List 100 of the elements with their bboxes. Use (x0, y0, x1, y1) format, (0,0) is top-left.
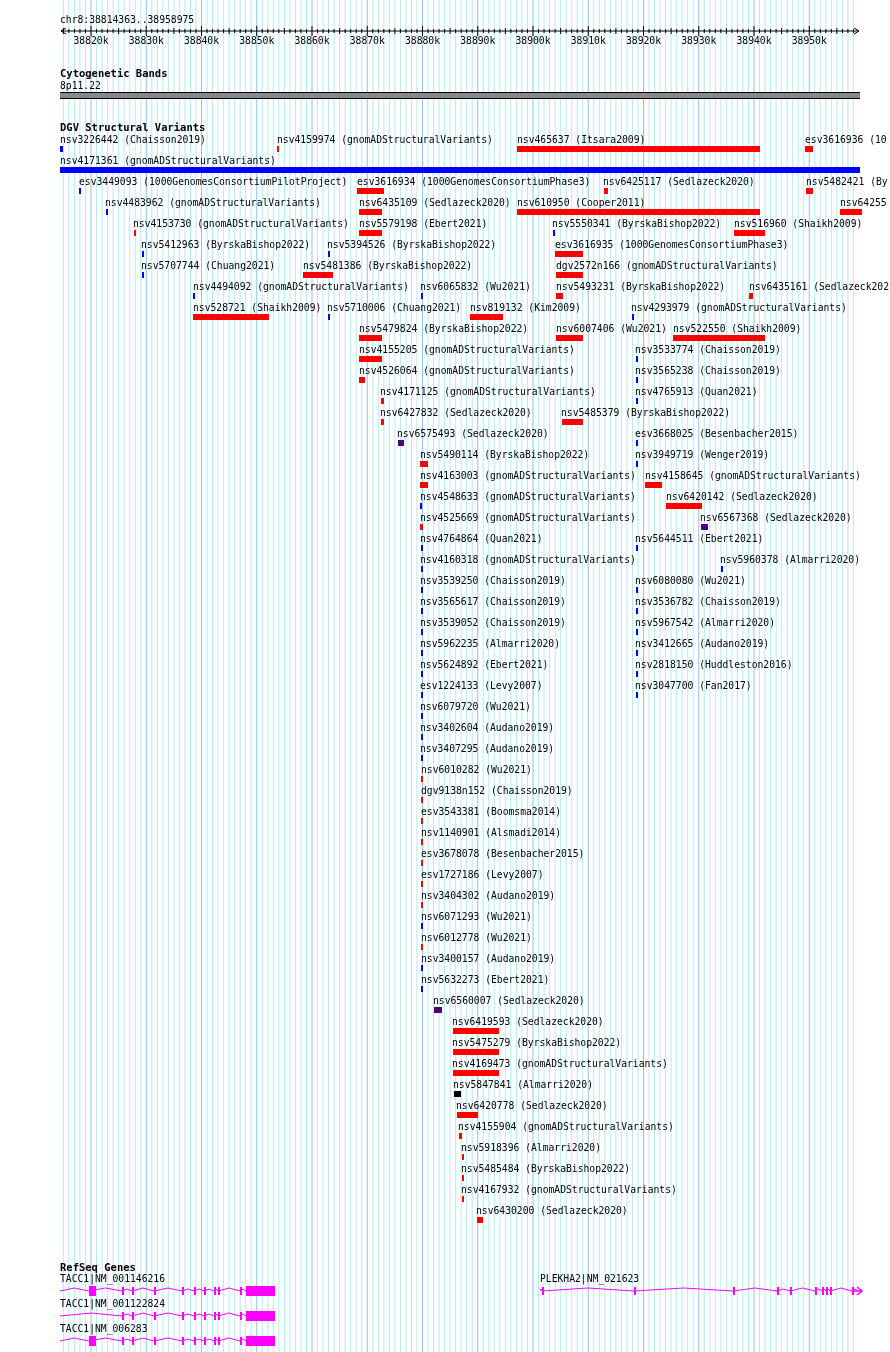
variant-label: nsv5475279 (ByrskaBishop2022) (452, 1037, 622, 1049)
tick-label: 38830k (128, 35, 164, 47)
variant-label: esv3616935 (1000GenomesConsortiumPhase3) (555, 239, 789, 251)
variant-label: nsv4765913 (Quan2021) (635, 386, 758, 398)
gene-label: TACC1|NM_006283 (60, 1323, 148, 1335)
variant-label: nsv4155904 (gnomADStructuralVariants) (458, 1121, 674, 1133)
variant-label: nsv3539052 (Chaisson2019) (420, 617, 566, 629)
variant-label: esv1224133 (Levy2007) (420, 680, 543, 692)
tick-label: 38930k (681, 35, 717, 47)
variant-label: nsv6420142 (Sedlazeck2020) (666, 491, 818, 503)
variant-label: nsv3565238 (Chaisson2019) (635, 365, 781, 377)
variant-label: nsv5710006 (Chuang2021) (327, 302, 462, 314)
variant-label: nsv6419593 (Sedlazeck2020) (452, 1016, 604, 1028)
variant-label: nsv5412963 (ByrskaBishop2022) (141, 239, 311, 251)
variant-label: esv3616934 (1000GenomesConsortiumPhase3) (357, 176, 591, 188)
variant-label: nsv5394526 (ByrskaBishop2022) (327, 239, 497, 251)
variant-label: nsv3404302 (Audano2019) (421, 890, 556, 902)
tick-label: 38870k (349, 35, 385, 47)
variant-label: nsv6560007 (Sedlazeck2020) (433, 995, 585, 1007)
variant-label: nsv5485484 (ByrskaBishop2022) (461, 1163, 631, 1175)
variant-label: esv3449093 (1000GenomesConsortiumPilotProject) (79, 176, 348, 188)
variant-label: nsv6425117 (Sedlazeck2020) (603, 176, 755, 188)
variant-label: nsv6430200 (Sedlazeck2020) (476, 1205, 628, 1217)
variant-label: nsv4167932 (gnomADStructuralVariants) (461, 1184, 677, 1196)
tick-label: 38910k (570, 35, 606, 47)
variant-label: nsv1140901 (Alsmadi2014) (421, 827, 561, 839)
variant-label: nsv5962235 (Almarri2020) (420, 638, 560, 650)
tick-label: 38890k (460, 35, 496, 47)
variant-label: nsv4483962 (gnomADStructuralVariants) (105, 197, 321, 209)
variant-label: nsv5967542 (Almarri2020) (635, 617, 775, 629)
variant-label: esv3678078 (Besenbacher2015) (421, 848, 585, 860)
variant-label: nsv5632273 (Ebert2021) (421, 974, 550, 986)
variant-label: esv1727186 (Levy2007) (421, 869, 544, 881)
variant-label: esv3668025 (Besenbacher2015) (635, 428, 799, 440)
variant-label: nsv3533774 (Chaisson2019) (635, 344, 781, 356)
variant-label: nsv5624892 (Ebert2021) (420, 659, 549, 671)
variant-label: dgv9138n152 (Chaisson2019) (421, 785, 573, 797)
variant-label: nsv6427832 (Sedlazeck2020) (380, 407, 532, 419)
track-title: Cytogenetic Bands (60, 67, 168, 79)
variant-label: nsv4525669 (gnomADStructuralVariants) (420, 512, 636, 524)
variant-label: dgv2572n166 (gnomADStructuralVariants) (556, 260, 778, 272)
variant-label: nsv5960378 (Almarri2020) (720, 554, 860, 566)
variant-label: nsv5644511 (Ebert2021) (635, 533, 764, 545)
variant-label: nsv4293979 (gnomADStructuralVariants) (631, 302, 847, 314)
track-title: DGV Structural Variants (60, 121, 206, 133)
variant-label: nsv3047700 (Fan2017) (635, 680, 752, 692)
band-label: 8p11.22 (60, 80, 101, 92)
variant-label: nsv3565617 (Chaisson2019) (420, 596, 566, 608)
variant-label: nsv4764864 (Quan2021) (420, 533, 543, 545)
variant-label: nsv3412665 (Audano2019) (635, 638, 770, 650)
variant-label: nsv6080080 (Wu2021) (635, 575, 746, 587)
variant-label: nsv4526064 (gnomADStructuralVariants) (359, 365, 575, 377)
variant-label: nsv6435109 (Sedlazeck2020) (359, 197, 511, 209)
variant-label: nsv5479824 (ByrskaBishop2022) (359, 323, 529, 335)
variant-label: nsv6435161 (Sedlazeck202 (749, 281, 889, 293)
variant-label: nsv5485379 (ByrskaBishop2022) (561, 407, 731, 419)
variant-label: nsv4171125 (gnomADStructuralVariants) (380, 386, 596, 398)
variant-label: nsv6575493 (Sedlazeck2020) (397, 428, 549, 440)
variant-label: nsv6420778 (Sedlazeck2020) (456, 1100, 608, 1112)
variant-label: nsv64255 (840, 197, 887, 209)
variant-label: nsv522550 (Shaikh2009) (673, 323, 802, 335)
variant-label: nsv5579198 (Ebert2021) (359, 218, 488, 230)
variant-label: nsv4158645 (gnomADStructuralVariants) (645, 470, 861, 482)
variant-label: nsv3536782 (Chaisson2019) (635, 596, 781, 608)
tick-label: 38820k (73, 35, 109, 47)
tick-label: 38900k (515, 35, 551, 47)
variant-label: nsv2818150 (Huddleston2016) (635, 659, 793, 671)
variant-label: nsv4494092 (gnomADStructuralVariants) (193, 281, 409, 293)
tick-label: 38840k (184, 35, 219, 47)
variant-label: nsv5918396 (Almarri2020) (461, 1142, 601, 1154)
variant-label: nsv6079720 (Wu2021) (420, 701, 531, 713)
variant-label: nsv3539250 (Chaisson2019) (420, 575, 566, 587)
variant-label: nsv6071293 (Wu2021) (421, 911, 532, 923)
variant-label: nsv5482421 (By (806, 176, 888, 188)
gene-label: TACC1|NM_001122824 (60, 1298, 165, 1310)
variant-label: nsv610950 (Cooper2011) (517, 197, 646, 209)
variant-label: nsv5847841 (Almarri2020) (453, 1079, 593, 1091)
variant-label: nsv465637 (Itsara2009) (517, 134, 646, 146)
variant-label: nsv6065832 (Wu2021) (420, 281, 531, 293)
variant-label: nsv4169473 (gnomADStructuralVariants) (452, 1058, 668, 1070)
tick-label: 38920k (626, 35, 661, 47)
coordinate-label: chr8:38814363..38958975 (60, 14, 195, 26)
variant-label: nsv3407295 (Audano2019) (420, 743, 555, 755)
gene-label: TACC1|NM_001146216 (60, 1273, 165, 1285)
variant-label: nsv4160318 (gnomADStructuralVariants) (420, 554, 636, 566)
variant-label: nsv4153730 (gnomADStructuralVariants) (133, 218, 349, 230)
variant-label: nsv3226442 (Chaisson2019) (60, 134, 206, 146)
variant-label: nsv4163003 (gnomADStructuralVariants) (420, 470, 636, 482)
variant-label: nsv3402604 (Audano2019) (420, 722, 555, 734)
variant-label: nsv6012778 (Wu2021) (421, 932, 532, 944)
variant-label: nsv3949719 (Wenger2019) (635, 449, 770, 461)
variant-label: nsv5481386 (ByrskaBishop2022) (303, 260, 473, 272)
gene-label: PLEKHA2|NM_021623 (540, 1273, 640, 1285)
variant-label: nsv528721 (Shaikh2009) (193, 302, 322, 314)
variant-label: nsv4155205 (gnomADStructuralVariants) (359, 344, 575, 356)
variant-label: nsv819132 (Kim2009) (470, 302, 581, 314)
variant-label: esv3616936 (10 (805, 134, 887, 146)
variant-label: nsv6567368 (Sedlazeck2020) (700, 512, 852, 524)
variant-label: nsv5490114 (ByrskaBishop2022) (420, 449, 590, 461)
variant-label: nsv4159974 (gnomADStructuralVariants) (277, 134, 493, 146)
